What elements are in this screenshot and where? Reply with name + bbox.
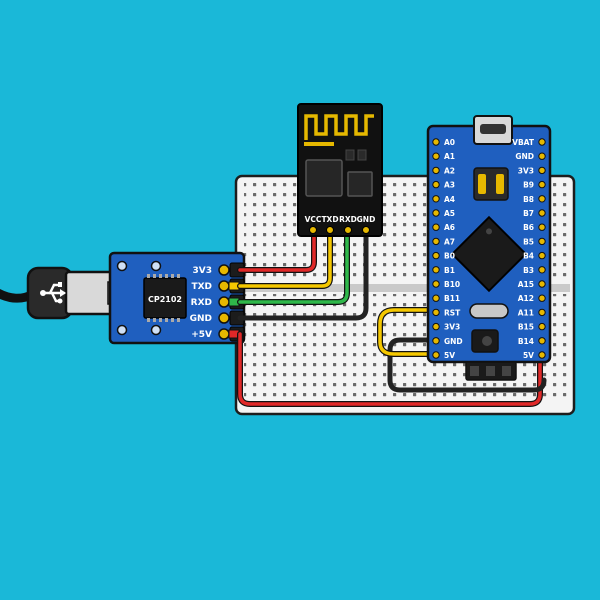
mcu-right-pad: [538, 166, 546, 175]
mcu-left-pin-label: 3V3: [444, 323, 460, 332]
adapter-pin-label-rxd: RXD: [191, 298, 212, 308]
mcu-left-pin-label: A3: [444, 181, 455, 190]
mcu-board: [426, 115, 552, 381]
mcu-right-pin-label: A15: [518, 280, 534, 289]
mcu-left-pad: [432, 308, 440, 317]
mcu-left-pad: [432, 209, 440, 217]
esp8266-chip: [305, 159, 343, 197]
mcu-right-pin-label: B3: [523, 266, 534, 275]
usb-adapter-board: CP2102 3V3 TXD RXD GND +5V: [108, 251, 246, 345]
mcu-right-pin-label: B15: [518, 323, 534, 332]
mcu-left-pin-label: A0: [444, 138, 455, 147]
mcu-left-pin-label: A5: [444, 209, 455, 218]
wire-3v3-vcc: [238, 230, 316, 272]
esp-pin-label-vcc: VCC: [305, 215, 322, 224]
mcu-left-pad: [432, 237, 440, 246]
stm32-chip: [450, 215, 528, 293]
mcu-left-pad: [432, 266, 440, 274]
mcu-right-pin-label: B4: [523, 252, 534, 261]
mcu-right-pad: [538, 180, 546, 189]
mcu-right-pin-label: A12: [518, 294, 534, 303]
mcu-right-pin-label: B6: [523, 223, 534, 232]
mcu-left-pin-label: B0: [444, 252, 455, 261]
mcu-left-pin-label: GND: [444, 337, 463, 346]
mcu-left-pad: [432, 195, 440, 203]
mcu-left-pad: [432, 351, 440, 359]
esp01-module: VCC TXD RXD GND: [297, 103, 383, 237]
mcu-left-pad: [432, 152, 440, 160]
mcu-right-pad: [538, 237, 546, 246]
mcu-right-pad: [538, 138, 546, 146]
mcu-left-pin-label: 5V: [444, 351, 455, 360]
mcu-left-pin-label: A7: [444, 237, 455, 246]
flash-chip: [347, 171, 373, 197]
mcu-left-pad: [432, 294, 440, 302]
wire-txd: [238, 230, 332, 288]
cp2102-chip-label: CP2102: [148, 295, 182, 304]
adapter-pin-label-gnd: GND: [190, 314, 212, 324]
wire-5v-mcu: [238, 332, 542, 406]
mcu-right-pin-label: VBAT: [512, 138, 535, 147]
mcu-right-pad: [538, 294, 546, 302]
mcu-left-pin-label: B11: [444, 294, 460, 303]
mcu-right-pad: [538, 322, 546, 331]
usb-symbol-icon: [40, 282, 66, 304]
mcu-left-pad: [432, 251, 440, 260]
breadboard-center-channel: [240, 284, 570, 292]
crystal: [469, 303, 509, 319]
esp-pin-label-rxd: RXD: [339, 215, 357, 224]
mcu-right-pin-label: B8: [523, 195, 534, 204]
antenna-feed: [304, 142, 334, 146]
mcu-left-pad: [432, 280, 440, 288]
mcu-right-pad: [538, 351, 546, 359]
mcu-right-pad: [538, 280, 546, 288]
mcu-right-pin-label: B5: [523, 237, 534, 246]
mcu-right-pad: [538, 337, 546, 345]
esp-pin-label-gnd: GND: [357, 215, 376, 224]
wire-gnd-mcu: [387, 337, 547, 393]
antenna-trace: [304, 114, 374, 140]
wire-gnd-esp: [237, 229, 369, 321]
mcu-pin-pads: [432, 138, 546, 359]
adapter-pin-label-txd: TXD: [191, 282, 212, 292]
mcu-right-pin-label: GND: [515, 152, 534, 161]
mcu-left-pin-label: A1: [444, 152, 455, 161]
esp-pin-label-txd: TXD: [321, 215, 338, 224]
mcu-left-pad: [432, 138, 440, 146]
mcu-left-pin-label: A4: [444, 195, 455, 204]
mcu-right-pin-label: B9: [523, 181, 534, 190]
mcu-right-pin-label: B14: [518, 337, 534, 346]
mcu-left-pad: [432, 166, 440, 175]
mcu-right-pin-label: 3V3: [518, 166, 534, 175]
mcu-right-pin-label: A11: [518, 308, 534, 317]
mcu-right-pin-label: 5V: [523, 351, 534, 360]
mcu-right-pad: [538, 308, 546, 317]
adapter-pin-label-3v3: 3V3: [193, 266, 213, 276]
mcu-left-pin-label: B1: [444, 266, 455, 275]
mcu-left-pad: [432, 223, 440, 231]
mcu-left-pin-label: RST: [444, 308, 461, 317]
adapter-pin-label-5v: +5V: [191, 330, 212, 340]
mcu-right-pad: [538, 266, 546, 274]
wire-rxd: [238, 230, 349, 304]
mcu-left-pad: [432, 180, 440, 189]
mcu-left-pin-label: A2: [444, 166, 455, 175]
mcu-right-pad: [538, 209, 546, 217]
mcu-left-pin-label: A6: [444, 223, 455, 232]
cp2102-chip-legs: [147, 274, 180, 322]
mcu-right-pad: [538, 251, 546, 260]
wires: [237, 229, 547, 407]
wire-rst-jumper: [378, 308, 430, 356]
mcu-left-pad: [432, 322, 440, 331]
mcu-right-pad: [538, 195, 546, 203]
mcu-left-pad: [432, 337, 440, 345]
mcu-left-pin-label: B10: [444, 280, 460, 289]
mcu-right-pin-label: B7: [523, 209, 534, 218]
mcu-right-pad: [538, 223, 546, 231]
mcu-right-pad: [538, 152, 546, 160]
